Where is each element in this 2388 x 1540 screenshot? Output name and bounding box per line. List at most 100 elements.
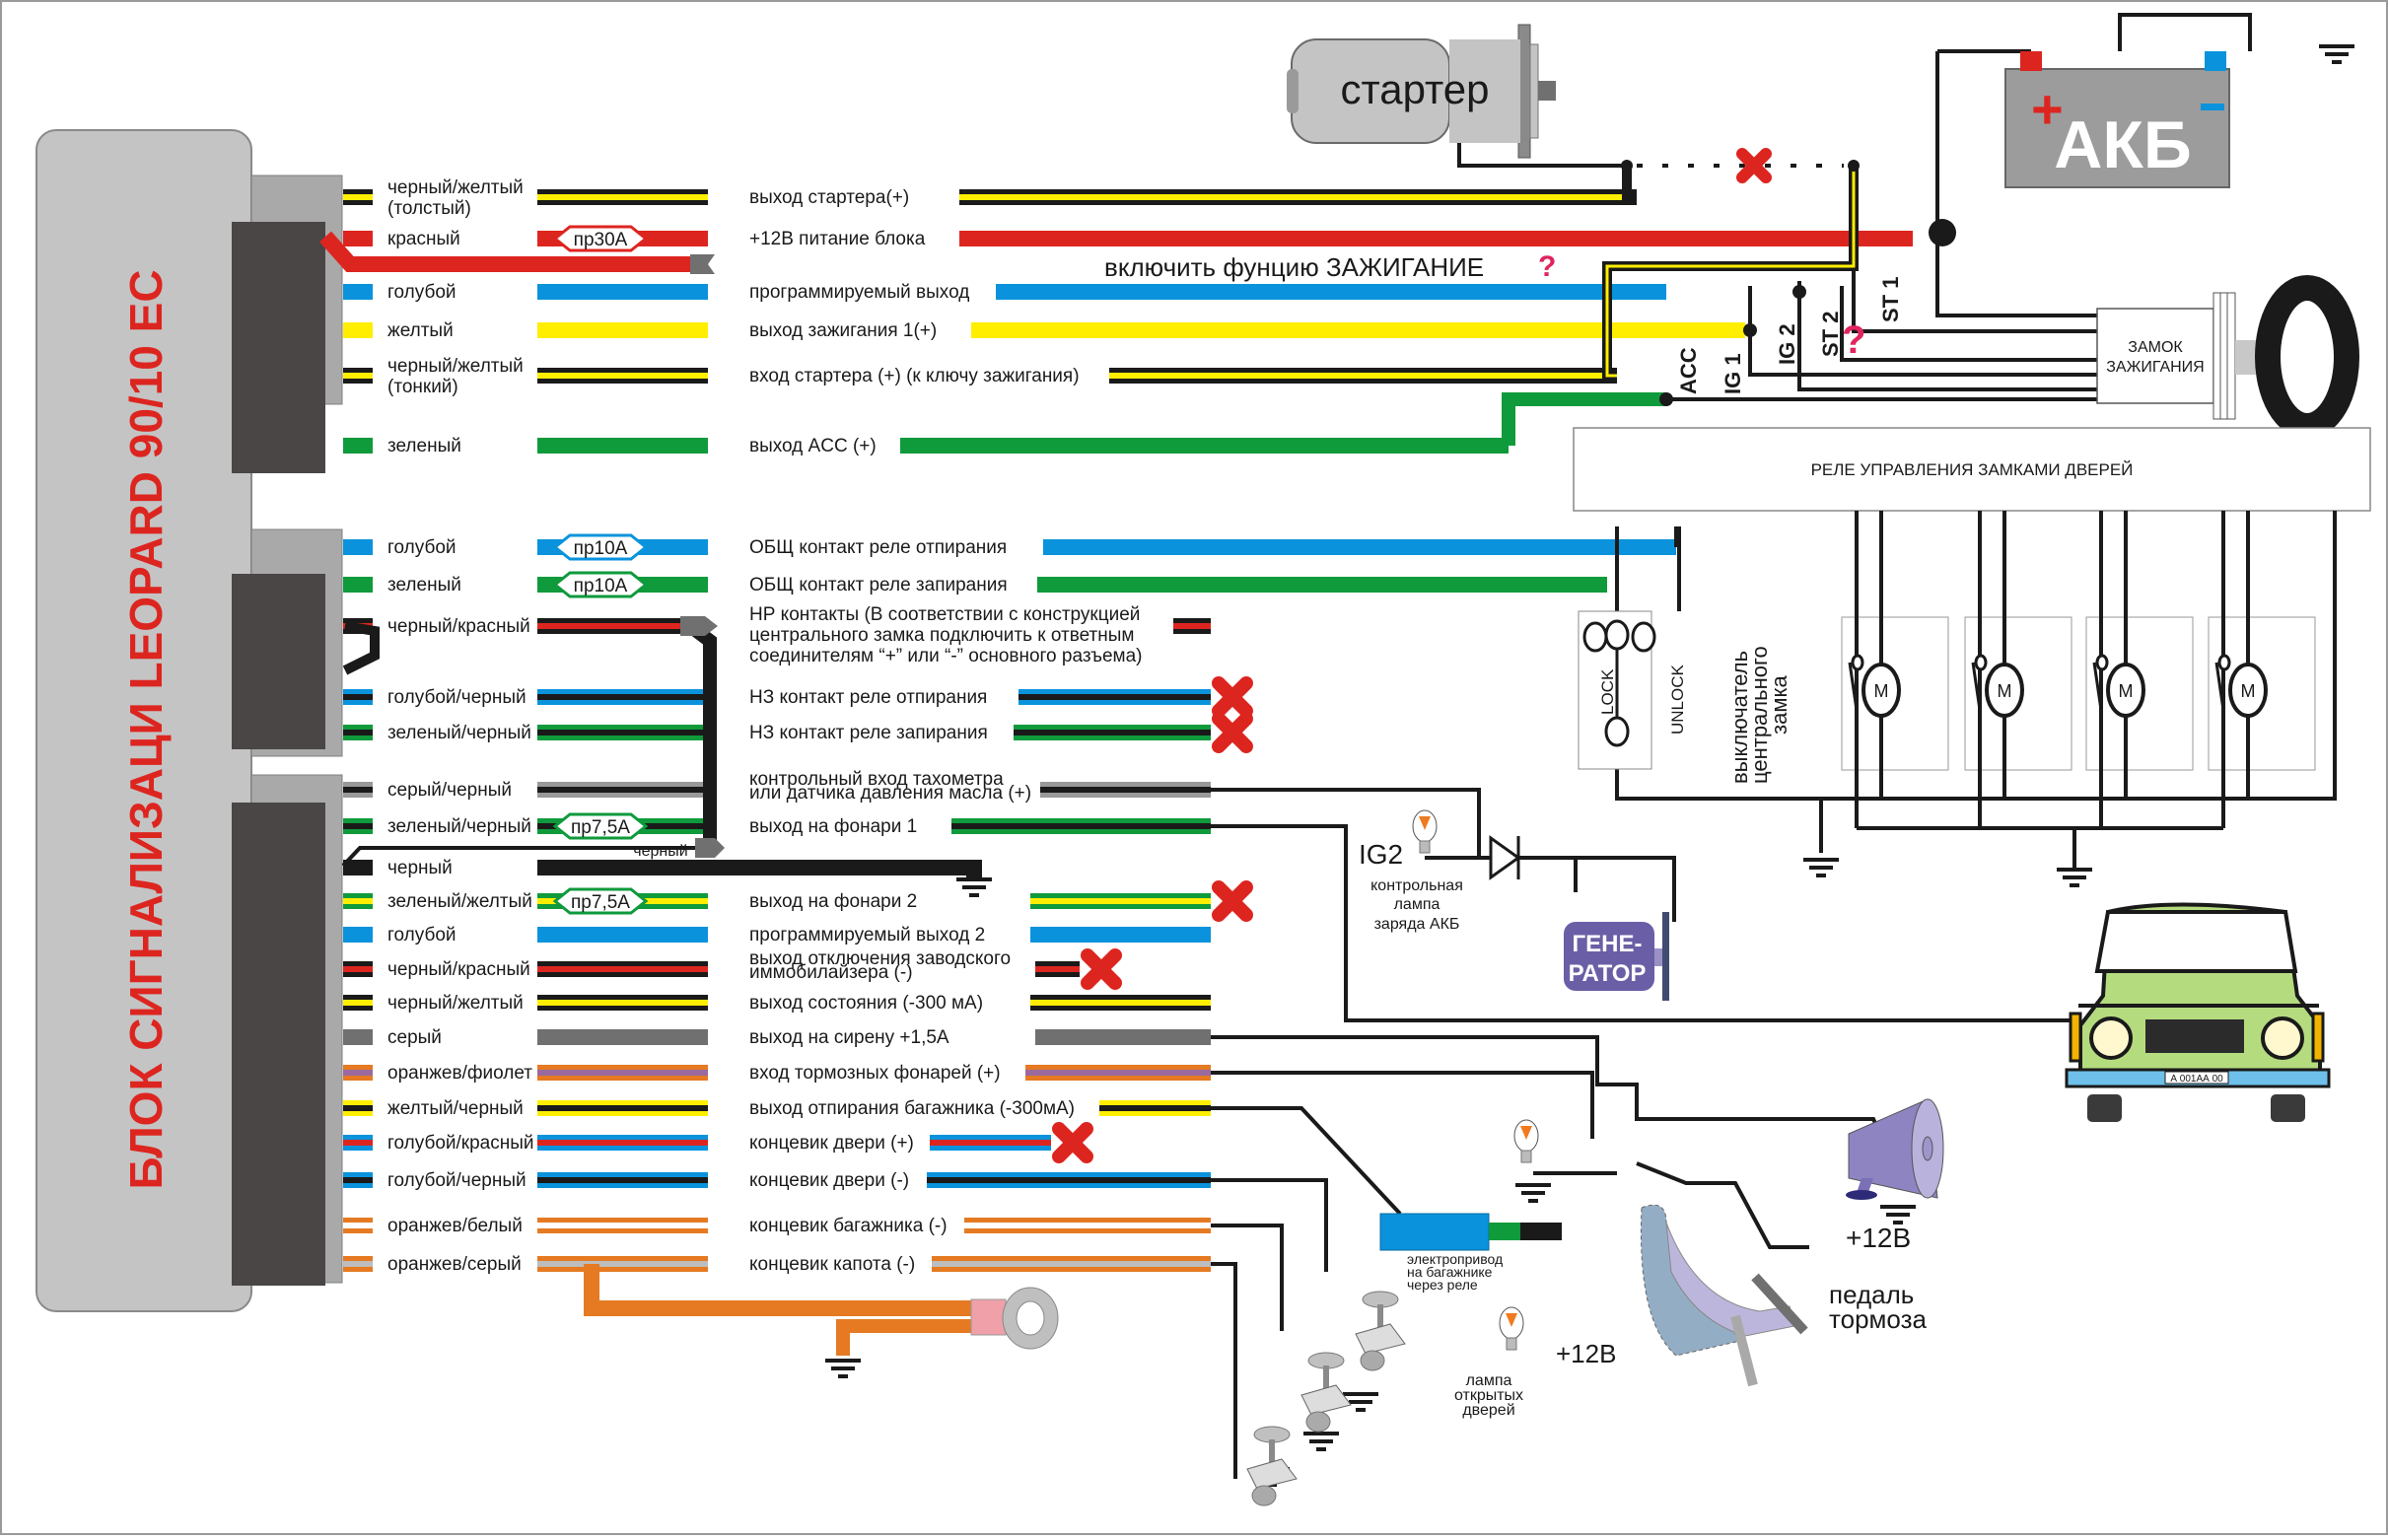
ground-bar — [962, 885, 986, 889]
wire-stripe — [1030, 898, 1211, 904]
wire-row: черный — [343, 858, 453, 878]
pin-bracket — [1300, 1384, 1352, 1416]
wire-stub — [343, 1029, 373, 1045]
wire-color-label: черный/красный — [387, 959, 530, 980]
pin-bracket — [1246, 1458, 1298, 1490]
door-lamp-caption-2: открытых — [1454, 1387, 1523, 1404]
wire-fill — [343, 231, 373, 246]
wire-function-label: концевик капота (-) — [749, 1254, 915, 1275]
wire-stripe — [343, 1070, 373, 1076]
black-branch-wire — [341, 846, 710, 868]
wire-fill — [537, 438, 708, 454]
fuse-outline — [552, 533, 649, 561]
ground-icon — [2319, 44, 2354, 64]
wire-fill — [959, 231, 1913, 246]
connection-lines — [1211, 13, 2252, 1479]
ground-bar — [1803, 858, 1839, 862]
wire-right — [927, 1172, 1211, 1188]
door-lock-motor: M — [2085, 511, 2194, 828]
wire-mid — [537, 995, 708, 1011]
ground-bar — [825, 1359, 861, 1363]
wire-stripe — [1018, 694, 1211, 700]
pin-base — [1305, 1411, 1331, 1433]
wire-function-label: НЗ контакт реле запирания — [749, 723, 988, 743]
wire-stub — [343, 189, 373, 205]
motor-label: M — [2119, 681, 2134, 701]
ground-bar — [1309, 1439, 1333, 1443]
switch-caption-1: выключатель — [1727, 651, 1752, 784]
pin-bracket — [1355, 1323, 1406, 1355]
wire-right — [959, 231, 1913, 246]
wire-fill — [343, 577, 373, 593]
wire-function-label: выход ACC (+) — [749, 436, 877, 456]
wire-right — [996, 284, 1666, 300]
wire-color-label: оранжев/фиолет — [387, 1063, 532, 1084]
wire-color-label: зеленый — [387, 575, 461, 595]
wire-stub — [343, 1065, 373, 1081]
junction-dot — [1621, 160, 1633, 172]
fuse-icon: пр7,5А — [552, 887, 649, 915]
disconnected-markers — [1052, 148, 1772, 1163]
wire-color-label: черный/красный — [387, 616, 530, 637]
wire-stripe — [959, 194, 1637, 200]
wire-function-label: концевик багажника (-) — [749, 1216, 948, 1236]
wire-color-label: черный/желтый — [387, 356, 524, 377]
lamp-icon — [1412, 809, 1438, 854]
wire-row: черный/желтый(толстый)выход стартера(+) — [343, 177, 1637, 219]
wire-color-label: желтый — [387, 320, 454, 341]
signal-line — [1211, 1035, 1905, 1184]
ignition-lock: ЗАМОК ЗАЖИГАНИЯ — [2096, 275, 2359, 439]
wire-function-label: НЗ контакт реле отпирания — [749, 687, 987, 708]
bulb-filament — [1520, 1126, 1532, 1140]
ground-bar — [2063, 875, 2086, 879]
wire-function-label: ОБЩ контакт реле запирания — [749, 575, 1008, 595]
signal-line — [1211, 1071, 1594, 1139]
disconnected-x-icon — [1212, 712, 1253, 753]
license-plate: А 001АА 00 — [2170, 1074, 2223, 1085]
x-stroke — [1081, 948, 1122, 990]
ground-icon — [825, 1359, 861, 1378]
wire-fill — [1030, 927, 1211, 943]
wire-fill — [1035, 1029, 1211, 1045]
wire-right — [1043, 539, 1676, 555]
wire-stripe — [343, 694, 373, 700]
lamp-icon — [1513, 1119, 1539, 1163]
disconnected-x-icon — [1052, 1122, 1093, 1163]
ground-bar — [1528, 1199, 1538, 1203]
junction-dot — [1848, 160, 1860, 172]
wire-fill — [537, 1029, 708, 1045]
switch-contact — [1851, 654, 1864, 671]
wire-function-label: выход на фонари 1 — [749, 816, 917, 837]
ground-bar — [1349, 1400, 1372, 1404]
wire-stub — [343, 860, 373, 875]
ground-icon — [1343, 1392, 1378, 1412]
ground-icon — [1803, 858, 1839, 877]
st2-question-icon: ? — [1842, 318, 1865, 362]
wire-stripe — [343, 730, 373, 735]
alarm-unit-title: БЛОК СИГНАЛИЗАЦИ LEOPARD 90/10 EC — [120, 269, 172, 1189]
fuse-icon: пр10А — [552, 571, 649, 598]
wire-stripe — [951, 823, 1211, 829]
ground-bar — [838, 1374, 848, 1378]
ground-bar — [1356, 1408, 1366, 1412]
wire-function-label: программируемый выход 2 — [749, 925, 985, 945]
bulb-base — [1506, 1337, 1517, 1351]
signal-line — [1211, 1224, 1284, 1331]
battery-minus-sign — [2201, 104, 2224, 110]
generator-label-1: ГЕНЕ- — [1573, 931, 1643, 957]
fuse-label: пр7,5А — [571, 892, 630, 913]
wire-fill — [996, 284, 1666, 300]
wire-stripe — [932, 1261, 1211, 1267]
wire-function-label: выход на фонари 2 — [749, 891, 917, 912]
hood-ground-wire — [836, 1319, 971, 1356]
disconnected-x-icon — [1736, 148, 1772, 183]
wire-color-label: зеленый/черный — [387, 816, 531, 837]
wire-stripe — [537, 194, 708, 200]
wire-fill — [343, 1029, 373, 1045]
wire-function-label: концевик двери (-) — [749, 1170, 909, 1191]
